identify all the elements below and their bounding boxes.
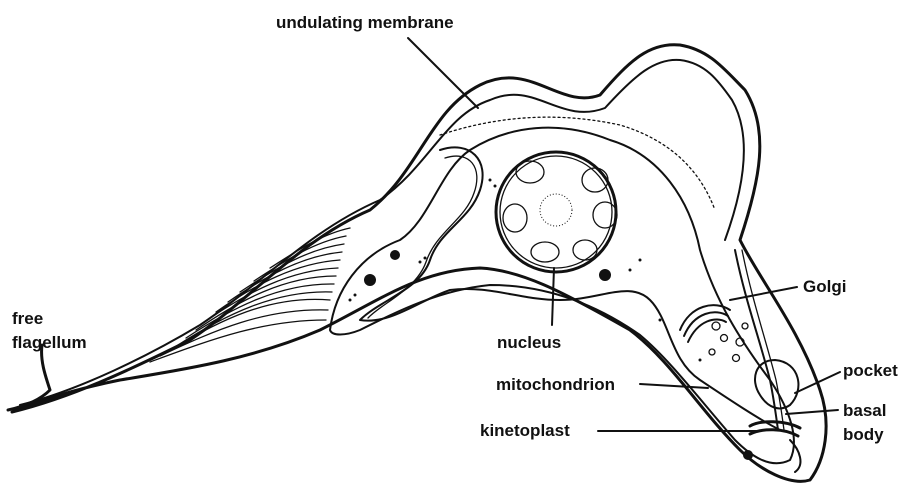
label-golgi: Golgi — [803, 277, 846, 296]
undulating-membrane-line — [20, 60, 744, 405]
label-flagellum: flagellum — [12, 333, 87, 352]
leader-mitochondrion — [640, 384, 708, 388]
golgi-stacks — [680, 305, 730, 342]
label-mitochondrion: mitochondrion — [496, 375, 615, 394]
mitochondrion-tube-inner — [368, 156, 477, 318]
nucleus-structure — [496, 152, 617, 272]
label-undulating-membrane: undulating membrane — [276, 13, 454, 32]
label-kinetoplast: kinetoplast — [480, 421, 570, 440]
leader-golgi — [730, 287, 797, 300]
leader-undulating-membrane — [408, 38, 478, 108]
leader-basal-body — [786, 410, 838, 414]
label-free: free — [12, 309, 43, 328]
label-nucleus: nucleus — [497, 333, 561, 352]
label-basal: basal — [843, 401, 886, 420]
leader-pocket — [795, 372, 840, 393]
leader-nucleus — [552, 268, 554, 325]
label-body: body — [843, 425, 884, 444]
label-pocket: pocket — [843, 361, 898, 380]
